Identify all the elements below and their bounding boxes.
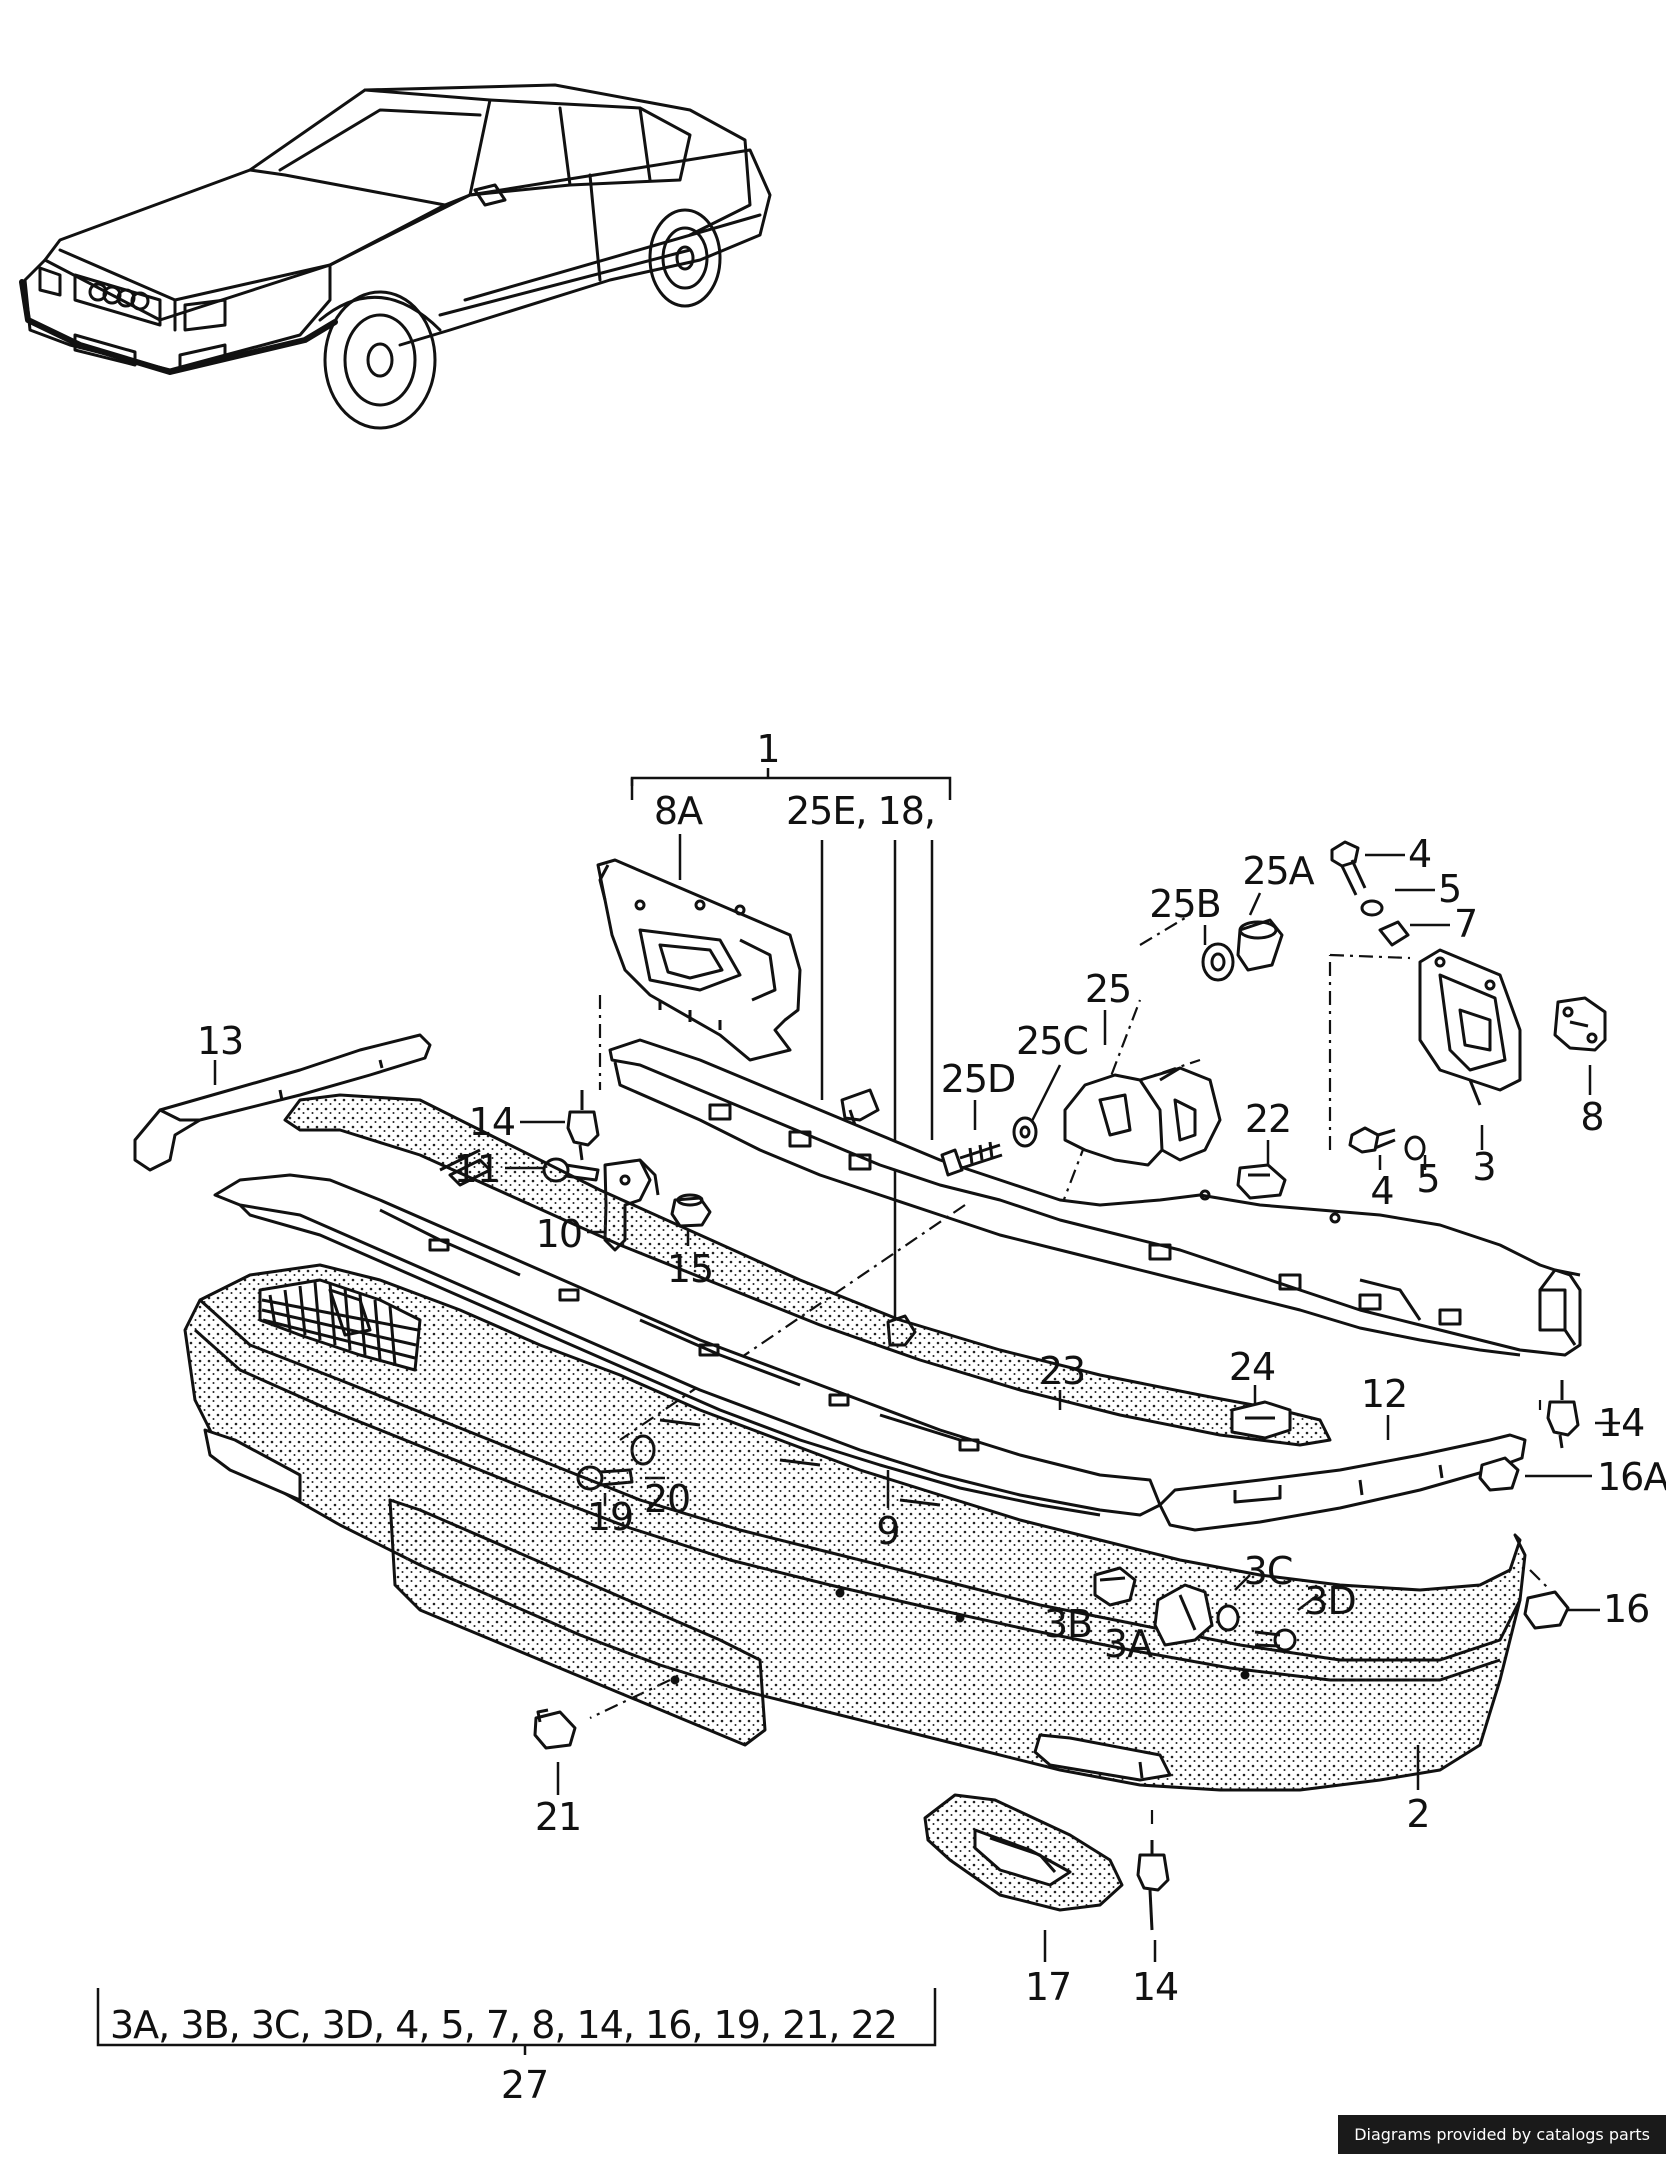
part-3c-washer bbox=[1216, 1604, 1240, 1632]
callout-23: 23 bbox=[1038, 1349, 1086, 1393]
callout-1: 1 bbox=[756, 727, 780, 771]
callout-10: 10 bbox=[535, 1212, 583, 1256]
part-25d-bolt bbox=[940, 1141, 1003, 1177]
callout-2: 2 bbox=[1406, 1792, 1430, 1836]
callout-4-top: 4 bbox=[1408, 832, 1432, 876]
part-25-bracket bbox=[1063, 1066, 1222, 1167]
callout-16a: 16A bbox=[1597, 1455, 1666, 1499]
callout-25c: 25C bbox=[1016, 1019, 1089, 1063]
part-9-grille bbox=[213, 1158, 1162, 1517]
callout-14-left: 14 bbox=[468, 1100, 516, 1144]
callout-3b: 3B bbox=[1043, 1602, 1093, 1646]
callout-3a: 3A bbox=[1103, 1622, 1153, 1666]
part-25c-washer bbox=[1012, 1116, 1038, 1148]
part-3d-screw bbox=[1254, 1628, 1297, 1652]
part-3-mount bbox=[1418, 948, 1522, 1106]
callout-25b: 25B bbox=[1149, 882, 1221, 926]
callout-14-right: 14 bbox=[1598, 1401, 1645, 1445]
callout-8a: 8A bbox=[653, 789, 703, 833]
callout-4-mid: 4 bbox=[1370, 1169, 1394, 1213]
part-23-seal bbox=[283, 1093, 1332, 1447]
callout-19: 19 bbox=[586, 1495, 634, 1539]
part-22-clip bbox=[1236, 1163, 1287, 1200]
callout-25: 25 bbox=[1084, 967, 1132, 1011]
callout-15: 15 bbox=[666, 1247, 714, 1291]
part-4-bolt-mid bbox=[1348, 1126, 1396, 1154]
callout-16: 16 bbox=[1603, 1587, 1650, 1631]
part-8a-bracket bbox=[596, 858, 802, 1062]
part-7-plate bbox=[1378, 920, 1410, 947]
part-14-clip-bottom bbox=[1136, 1840, 1170, 1931]
part-13-trim bbox=[133, 1033, 432, 1172]
callout-22: 22 bbox=[1244, 1097, 1292, 1141]
part-12-trim bbox=[1158, 1433, 1527, 1532]
callout-25a: 25A bbox=[1242, 849, 1314, 893]
callout-5-mid: 5 bbox=[1416, 1157, 1440, 1201]
part-25b-washer bbox=[1201, 942, 1235, 982]
part-17-lamp-cover bbox=[923, 1793, 1124, 1912]
callout-3: 3 bbox=[1472, 1145, 1496, 1189]
part-25e-clip bbox=[840, 1088, 880, 1126]
callout-9: 9 bbox=[876, 1509, 900, 1553]
callout-14-bottom: 14 bbox=[1131, 1965, 1179, 2009]
callout-20: 20 bbox=[643, 1477, 691, 1521]
part-16a-nut bbox=[1478, 1456, 1520, 1492]
callout-12: 12 bbox=[1360, 1372, 1408, 1416]
callout-24: 24 bbox=[1228, 1345, 1276, 1389]
part-2-bumper-cover bbox=[183, 1263, 1527, 1792]
parts bbox=[133, 840, 1607, 1931]
callout-7: 7 bbox=[1454, 902, 1478, 946]
part-24-clip bbox=[1230, 1400, 1292, 1440]
callout-25e-18: 25E, 18, bbox=[786, 789, 936, 833]
callout-21: 21 bbox=[534, 1795, 582, 1839]
part-21-clip bbox=[533, 1708, 577, 1750]
callout-13: 13 bbox=[196, 1019, 244, 1063]
part-14-clip-right bbox=[1546, 1380, 1580, 1449]
callout-5-top: 5 bbox=[1438, 867, 1462, 911]
part-15-grommet bbox=[670, 1193, 712, 1228]
car-illustration bbox=[19, 83, 772, 430]
callout-11: 11 bbox=[453, 1147, 501, 1191]
watermark: Diagrams provided by catalogs parts bbox=[1338, 2115, 1666, 2154]
kit-items: 3A, 3B, 3C, 3D, 4, 5, 7, 8, 14, 16, 19, … bbox=[110, 2003, 898, 2047]
part-3a-bracket bbox=[1153, 1583, 1214, 1647]
callout-3d: 3D bbox=[1304, 1579, 1356, 1623]
callout-17: 17 bbox=[1024, 1965, 1072, 2009]
part-16-nut bbox=[1523, 1590, 1570, 1630]
part-8-gasket bbox=[1553, 996, 1607, 1052]
callout-3c: 3C bbox=[1243, 1549, 1294, 1593]
part-1-bumper-beam bbox=[608, 1038, 1582, 1357]
part-14-clip-left bbox=[566, 1090, 600, 1161]
callout-25d: 25D bbox=[940, 1057, 1017, 1101]
part-25a-nut bbox=[1236, 918, 1284, 972]
part-4-bolt-top bbox=[1330, 840, 1367, 896]
callout-8: 8 bbox=[1580, 1095, 1604, 1139]
part-3b-clip bbox=[1093, 1566, 1137, 1607]
kit-number: 27 bbox=[500, 2063, 550, 2107]
